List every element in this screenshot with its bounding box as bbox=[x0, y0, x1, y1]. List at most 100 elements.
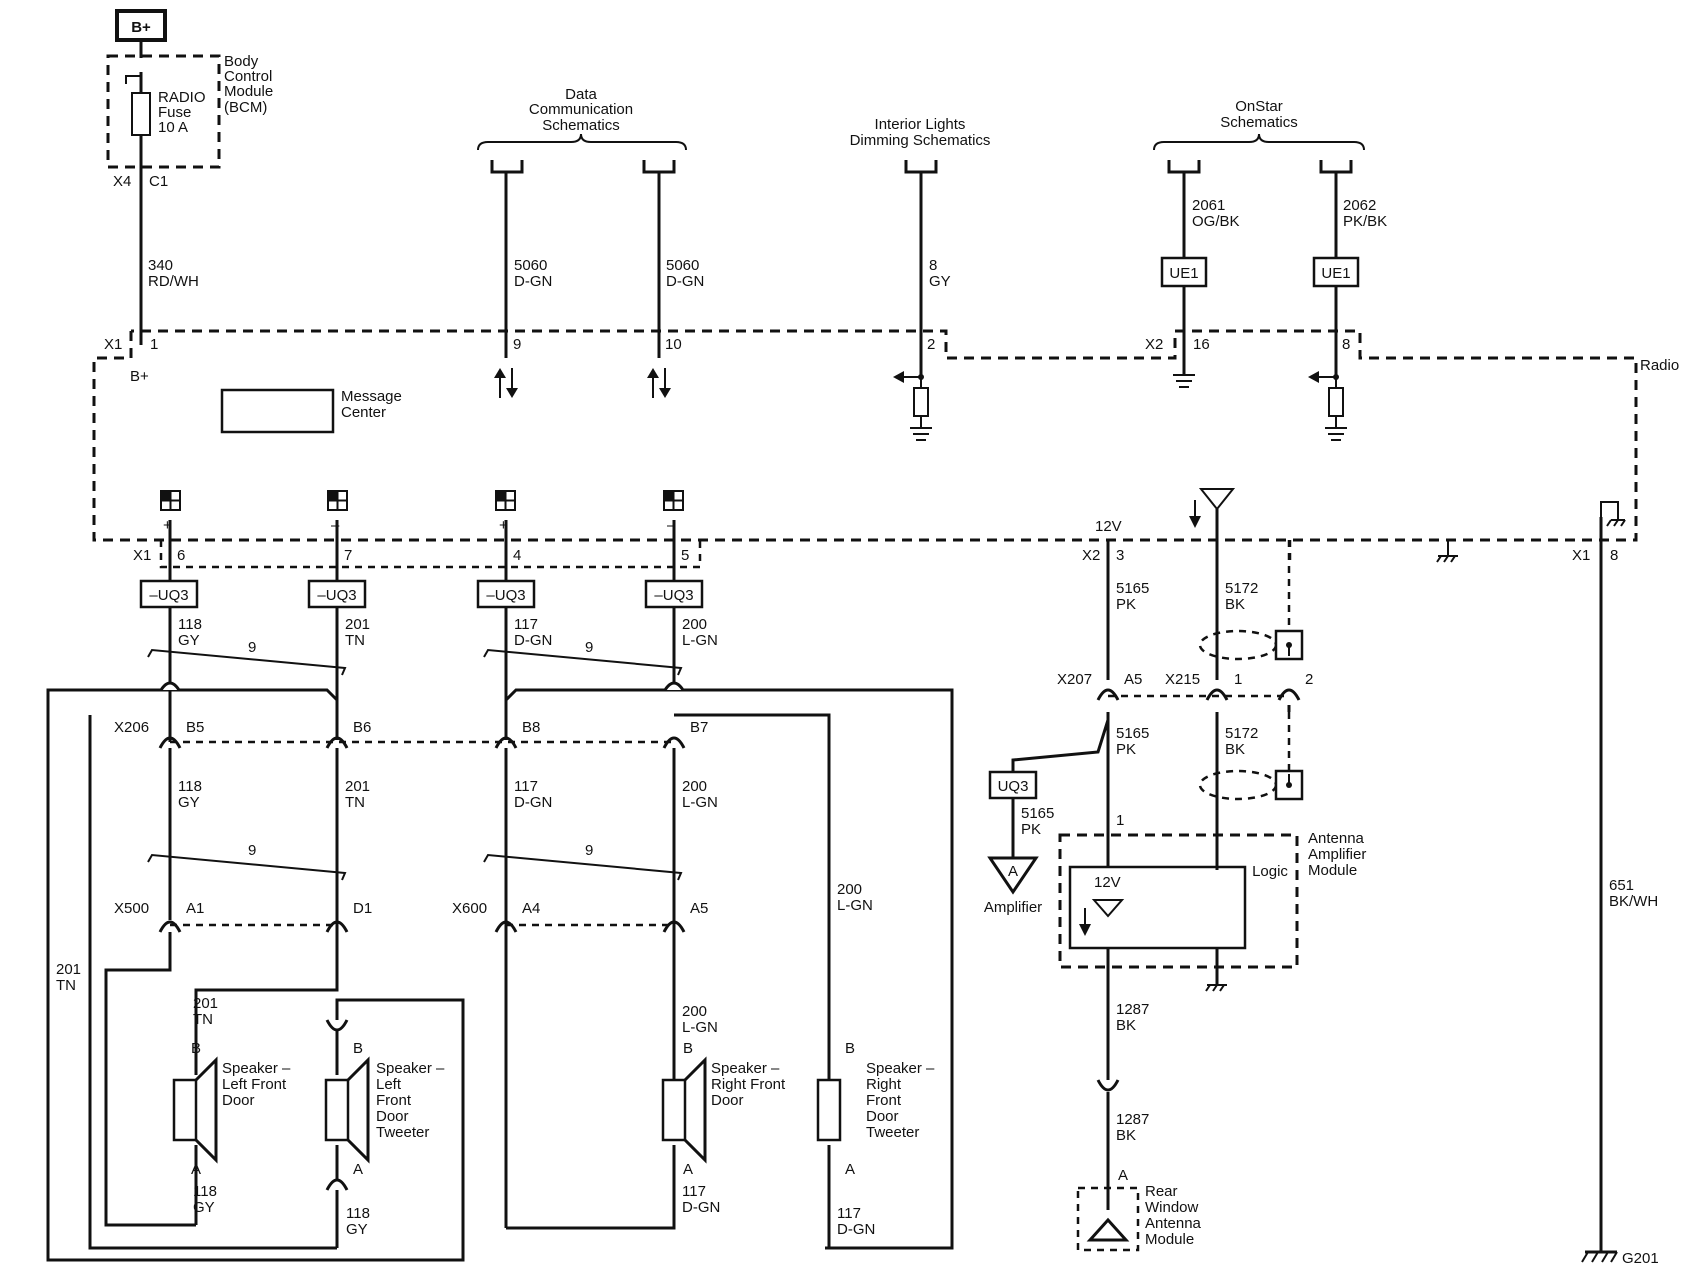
svg-text:8: 8 bbox=[929, 257, 937, 274]
svg-text:A5: A5 bbox=[1124, 671, 1142, 688]
wire-201-lf-door bbox=[194, 932, 339, 1060]
svg-text:9: 9 bbox=[585, 842, 593, 859]
svg-text:Front: Front bbox=[376, 1092, 412, 1109]
svg-text:X206: X206 bbox=[114, 719, 149, 736]
svg-text:200: 200 bbox=[682, 1003, 707, 1020]
rear-window-antenna-module: A Rear Window Antenna Module bbox=[1076, 1167, 1202, 1252]
svg-text:Tweeter: Tweeter bbox=[866, 1124, 919, 1141]
svg-text:–UQ3: –UQ3 bbox=[654, 587, 693, 604]
svg-text:5165: 5165 bbox=[1116, 725, 1149, 742]
svg-text:Schematics: Schematics bbox=[1220, 114, 1298, 131]
x215-connector: X215 1 2 bbox=[1165, 671, 1313, 701]
svg-text:D-GN: D-GN bbox=[666, 273, 704, 290]
wire-crossover-right bbox=[504, 688, 674, 702]
svg-text:5060: 5060 bbox=[666, 257, 699, 274]
uq3-box-pin7: –UQ3 bbox=[307, 579, 367, 609]
svg-text:X1: X1 bbox=[133, 547, 151, 564]
svg-text:GY: GY bbox=[193, 1199, 215, 1216]
svg-text:PK/BK: PK/BK bbox=[1343, 213, 1387, 230]
wire-117-rf-door bbox=[506, 1145, 676, 1230]
svg-text:L-GN: L-GN bbox=[837, 897, 873, 914]
svg-text:Tweeter: Tweeter bbox=[376, 1124, 429, 1141]
svg-text:201: 201 bbox=[345, 778, 370, 795]
svg-text:Speaker –: Speaker – bbox=[711, 1060, 780, 1077]
svg-text:B+: B+ bbox=[131, 19, 151, 36]
svg-text:12V: 12V bbox=[1095, 518, 1122, 535]
svg-text:B: B bbox=[683, 1040, 693, 1057]
svg-text:117: 117 bbox=[837, 1205, 861, 1222]
svg-text:651: 651 bbox=[1609, 877, 1634, 894]
svg-text:Right: Right bbox=[866, 1076, 902, 1093]
svg-text:X2: X2 bbox=[1082, 547, 1100, 564]
svg-text:+: + bbox=[163, 517, 172, 534]
antenna-amplifier-module: Logic Antenna Amplifier Module 1 12V bbox=[1058, 812, 1366, 992]
svg-text:TN: TN bbox=[193, 1011, 213, 1028]
svg-text:L-GN: L-GN bbox=[682, 1019, 718, 1036]
svg-text:TN: TN bbox=[56, 977, 76, 994]
svg-text:5172: 5172 bbox=[1225, 580, 1258, 597]
svg-text:201: 201 bbox=[56, 961, 81, 978]
amp-output-icon-6 bbox=[160, 490, 181, 511]
svg-text:A: A bbox=[1118, 1167, 1128, 1184]
svg-text:10 A: 10 A bbox=[158, 119, 188, 136]
ground-g201-icon bbox=[1581, 1250, 1618, 1263]
svg-text:PK: PK bbox=[1116, 741, 1136, 758]
svg-text:D1: D1 bbox=[353, 900, 372, 917]
svg-text:Control: Control bbox=[224, 68, 272, 85]
svg-text:TN: TN bbox=[345, 794, 365, 811]
svg-text:Module: Module bbox=[1308, 862, 1357, 879]
svg-text:6: 6 bbox=[177, 547, 185, 564]
svg-text:BK: BK bbox=[1116, 1127, 1136, 1144]
svg-text:3: 3 bbox=[1116, 547, 1124, 564]
wire-200-tweeter bbox=[674, 713, 831, 1140]
svg-text:L-GN: L-GN bbox=[682, 632, 718, 649]
x500-connector: X500 A1 D1 bbox=[114, 900, 372, 933]
svg-text:Antenna: Antenna bbox=[1145, 1215, 1202, 1232]
uq3-box-amplifier: UQ3 bbox=[988, 770, 1038, 800]
svg-text:Module: Module bbox=[1145, 1231, 1194, 1248]
svg-text:Left Front: Left Front bbox=[222, 1076, 287, 1093]
twist-marker-3: 9 bbox=[147, 842, 347, 881]
svg-text:A: A bbox=[683, 1161, 693, 1178]
svg-text:–UQ3: –UQ3 bbox=[317, 587, 356, 604]
svg-text:Speaker –: Speaker – bbox=[376, 1060, 445, 1077]
svg-text:BK: BK bbox=[1225, 596, 1245, 613]
svg-text:200: 200 bbox=[682, 778, 707, 795]
svg-text:118: 118 bbox=[178, 778, 202, 795]
svg-text:D-GN: D-GN bbox=[514, 273, 552, 290]
svg-text:X4: X4 bbox=[113, 173, 131, 190]
amplifier-connector-icon: A Amplifier bbox=[984, 856, 1042, 916]
svg-text:X600: X600 bbox=[452, 900, 487, 917]
svg-text:Communication: Communication bbox=[529, 101, 633, 118]
x600-connector: X600 A4 A5 bbox=[452, 900, 708, 933]
svg-text:Door: Door bbox=[711, 1092, 744, 1109]
svg-text:Front: Front bbox=[866, 1092, 902, 1109]
svg-text:B: B bbox=[845, 1040, 855, 1057]
svg-text:Door: Door bbox=[866, 1108, 899, 1125]
svg-text:118: 118 bbox=[346, 1205, 370, 1222]
svg-text:5172: 5172 bbox=[1225, 725, 1258, 742]
svg-text:201: 201 bbox=[193, 995, 218, 1012]
svg-text:RD/WH: RD/WH bbox=[148, 273, 199, 290]
svg-text:201: 201 bbox=[345, 616, 370, 633]
svg-text:BK: BK bbox=[1225, 741, 1245, 758]
svg-text:D-GN: D-GN bbox=[514, 794, 552, 811]
wire-118-lf-door bbox=[104, 932, 196, 1227]
svg-text:X2: X2 bbox=[1145, 336, 1163, 353]
speaker-icon-rf-tweeter bbox=[816, 1078, 842, 1142]
svg-text:5060: 5060 bbox=[514, 257, 547, 274]
wire-crossover-left bbox=[170, 688, 339, 702]
svg-text:X1: X1 bbox=[1572, 547, 1590, 564]
svg-text:Antenna: Antenna bbox=[1308, 830, 1365, 847]
svg-text:BK: BK bbox=[1116, 1017, 1136, 1034]
uq3-box-pin5: –UQ3 bbox=[644, 579, 704, 609]
svg-text:Amplifier: Amplifier bbox=[984, 899, 1042, 916]
svg-text:9: 9 bbox=[513, 336, 521, 353]
amp-output-icon-7 bbox=[327, 490, 348, 511]
svg-text:D-GN: D-GN bbox=[514, 632, 552, 649]
svg-text:Message: Message bbox=[341, 388, 402, 405]
svg-text:9: 9 bbox=[248, 842, 256, 859]
svg-text:A: A bbox=[1008, 863, 1018, 880]
svg-text:Data: Data bbox=[565, 86, 597, 103]
svg-text:200: 200 bbox=[837, 881, 862, 898]
